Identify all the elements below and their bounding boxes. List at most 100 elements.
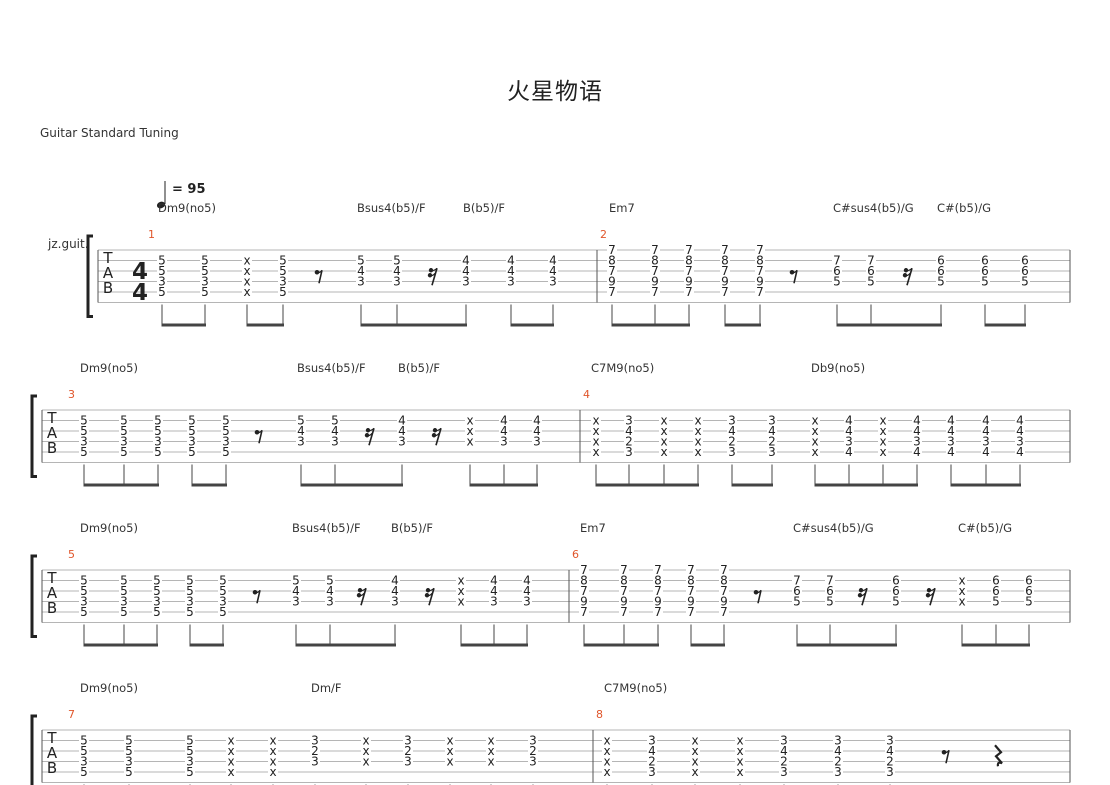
fret-number: 5	[222, 414, 230, 428]
fret-bg	[296, 426, 306, 436]
fret-number: 5	[357, 254, 365, 268]
fret-number: 3	[913, 435, 921, 449]
note-beam	[691, 643, 725, 647]
fret-bg	[755, 266, 765, 276]
fret-number: 8	[580, 574, 588, 588]
fret-bg	[79, 415, 89, 426]
fret-bg	[755, 287, 765, 297]
fret-bg	[153, 426, 163, 436]
fret-bg	[1024, 575, 1034, 586]
fret-number: 5	[219, 574, 227, 588]
fret-bg	[885, 735, 895, 746]
fret-bg	[226, 767, 236, 777]
fret-bg	[792, 586, 802, 596]
fret-bg	[185, 586, 195, 596]
fret-number: 3	[186, 755, 194, 769]
fret-bg	[157, 287, 167, 297]
fret-bg	[325, 575, 335, 586]
fret-bg	[185, 756, 195, 767]
fret-number: 3	[533, 435, 541, 449]
dead-note: x	[811, 424, 818, 438]
fret-number: 5	[292, 574, 300, 588]
rest-eighth-flag	[254, 589, 261, 594]
fret-bg	[684, 287, 694, 297]
fret-bg	[686, 575, 696, 586]
fret-number: 4	[913, 424, 921, 438]
fret-bg	[833, 746, 843, 756]
fret-bg	[296, 436, 306, 447]
fret-bg	[832, 266, 842, 276]
fret-number: 5	[80, 574, 88, 588]
fret-bg	[119, 596, 129, 607]
fret-bg	[465, 415, 475, 426]
fret-bg	[936, 276, 946, 287]
fret-bg	[187, 447, 197, 457]
fret-number: 7	[721, 264, 729, 278]
tab-letter-T: T	[102, 249, 113, 267]
fret-bg	[779, 756, 789, 767]
fret-number: 9	[651, 275, 659, 289]
fret-bg	[548, 266, 558, 276]
fret-number: 4	[982, 424, 990, 438]
fret-number: 4	[947, 424, 955, 438]
dead-note: x	[457, 595, 464, 609]
fret-number: 4	[913, 414, 921, 428]
fret-bg	[152, 575, 162, 586]
rest-sixteenth	[428, 588, 435, 606]
fret-bg	[844, 436, 854, 447]
fret-bg	[946, 426, 956, 436]
fret-bg	[506, 276, 516, 287]
fret-number: 7	[687, 563, 695, 577]
chord-name: Dm9(no5)	[80, 681, 138, 695]
dead-note: x	[694, 414, 701, 428]
note-beam	[192, 483, 227, 487]
fret-bg	[221, 415, 231, 426]
fret-bg	[719, 596, 729, 607]
fret-number: 8	[654, 574, 662, 588]
fret-bg	[602, 767, 612, 777]
note-beam	[361, 323, 467, 327]
fret-number: 5	[80, 605, 88, 619]
tab-letter-T: T	[46, 409, 57, 427]
fret-number: 8	[608, 254, 616, 268]
fret-bg	[445, 735, 455, 746]
fret-number: 4	[398, 424, 406, 438]
fret-number: 7	[687, 584, 695, 598]
fret-number: 7	[756, 243, 764, 257]
fret-number: 3	[625, 445, 633, 459]
fret-bg	[810, 426, 820, 436]
fret-bg	[397, 415, 407, 426]
fret-number: 5	[80, 424, 88, 438]
fret-number: 6	[981, 264, 989, 278]
fret-bg	[693, 426, 703, 436]
fret-bg	[79, 586, 89, 596]
fret-number: 4	[292, 584, 300, 598]
fret-bg	[486, 756, 496, 767]
chord-name: C#sus4(b5)/G	[833, 201, 914, 215]
score-title: 火星物语	[507, 79, 603, 105]
fret-bg	[779, 746, 789, 756]
fret-bg	[361, 735, 371, 746]
fret-bg	[506, 255, 516, 266]
dead-note: x	[660, 424, 667, 438]
fret-number: 5	[120, 445, 128, 459]
fret-bg	[1020, 276, 1030, 287]
fret-number: 5	[201, 264, 209, 278]
fret-bg	[991, 575, 1001, 586]
fret-number: 7	[608, 285, 616, 299]
fret-bg	[499, 426, 509, 436]
tab-letter-B: B	[47, 439, 57, 457]
fret-bg	[499, 415, 509, 426]
fret-number: 4	[834, 744, 842, 758]
fret-bg	[361, 746, 371, 756]
fret-number: 5	[188, 445, 196, 459]
fret-bg	[946, 415, 956, 426]
system-4-bracket	[30, 714, 37, 785]
fret-number: 3	[886, 734, 894, 748]
fret-number: 3	[834, 734, 842, 748]
fret-number: 8	[687, 574, 695, 588]
fret-number: 3	[279, 275, 287, 289]
tempo-marking: = 95	[172, 182, 206, 197]
fret-bg	[528, 735, 538, 746]
fret-bg	[310, 746, 320, 756]
